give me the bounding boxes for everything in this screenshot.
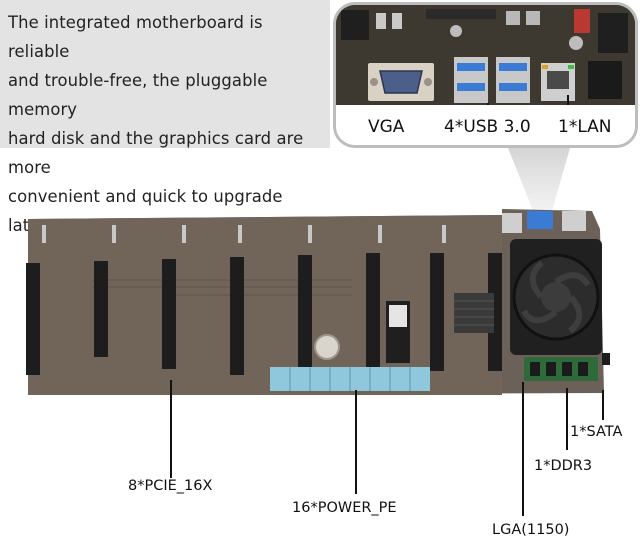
io-closeup-inset: VGA 4*USB 3.0 1*LAN <box>333 2 638 148</box>
pcie-label: 8*PCIE_16X <box>128 478 213 494</box>
io-label-row: VGA 4*USB 3.0 1*LAN <box>336 107 635 145</box>
lan-label: 1*LAN <box>558 117 612 137</box>
vga-label: VGA <box>368 117 405 137</box>
intro-text-panel: The integrated motherboard is reliable a… <box>0 0 330 235</box>
lga-leader-line <box>522 382 524 516</box>
ddr3-leader-line <box>566 388 568 450</box>
ddr3-label: 1*DDR3 <box>534 458 593 474</box>
usb-ports-icon <box>454 57 530 103</box>
vga-port-icon <box>368 63 434 101</box>
power-leader-line <box>355 390 357 494</box>
zoom-beam <box>508 148 570 218</box>
pcie-leader-line <box>170 380 172 478</box>
intro-line-3: hard disk and the graphics card are more <box>8 129 304 177</box>
lga-label: LGA(1150) <box>492 522 570 538</box>
io-closeup-photo <box>336 5 635 105</box>
sata-leader-line <box>602 390 604 420</box>
cpu-cooler-icon <box>510 239 602 355</box>
sata-label: 1*SATA <box>570 424 623 440</box>
usb-label: 4*USB 3.0 <box>444 117 531 137</box>
lan-port-icon <box>541 61 622 101</box>
power-label: 16*POWER_PE <box>292 500 397 516</box>
intro-line-1: The integrated motherboard is reliable <box>8 13 263 61</box>
motherboard-photo <box>26 209 610 395</box>
intro-line-2: and trouble-free, the pluggable memory <box>8 71 268 119</box>
